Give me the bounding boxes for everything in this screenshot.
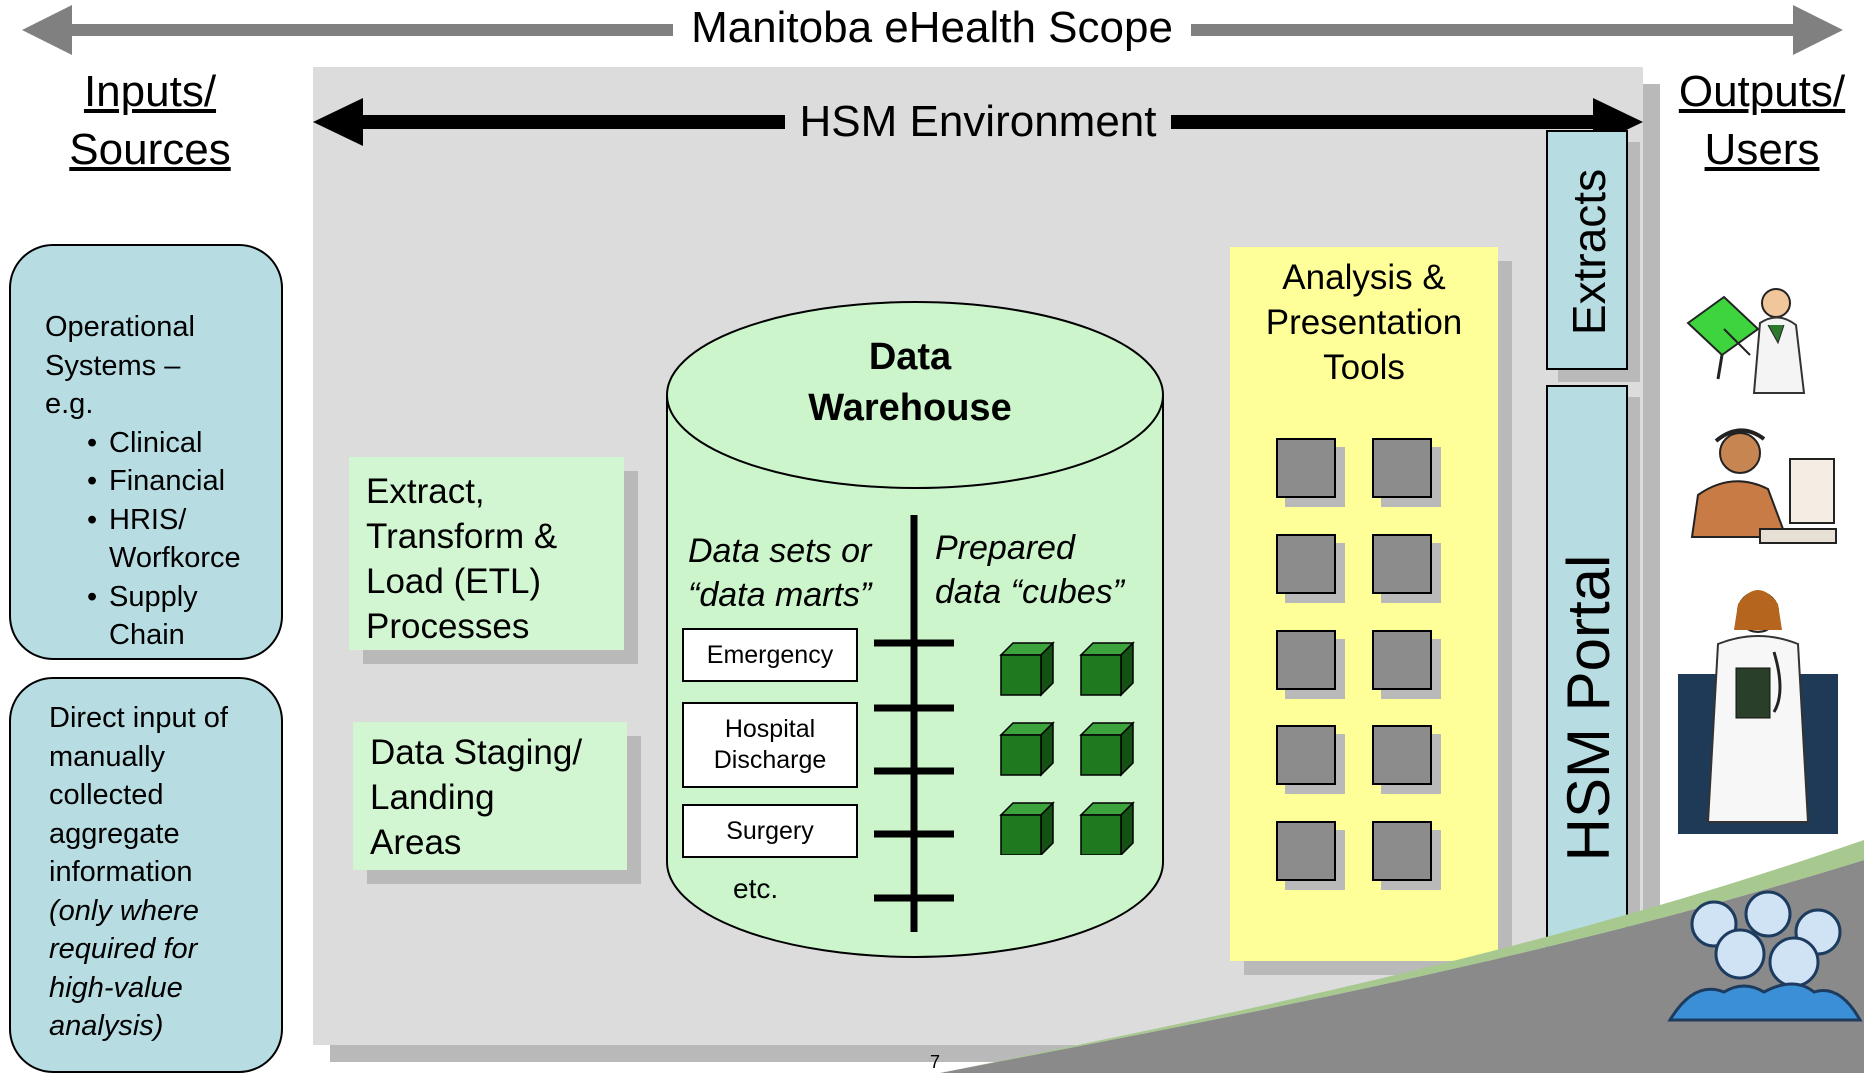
operational-systems-line: e.g. — [45, 388, 94, 420]
group-of-people-icon — [1667, 890, 1863, 1022]
analysis-tools-line: Tools — [1323, 348, 1405, 387]
operational-systems-line: Systems – — [45, 349, 181, 382]
warehouse-title-line1: Data — [868, 336, 952, 378]
etl-box: Extract, Transform & Load (ETL) Processe… — [349, 457, 624, 650]
direct-input-note-line: (only where — [49, 894, 199, 927]
etl-line: Processes — [366, 607, 530, 646]
inputs-heading-line2: Sources — [69, 125, 231, 174]
data-cube — [1000, 642, 1054, 696]
direct-input-line: Direct input of — [49, 702, 228, 734]
decorative-swoosh — [940, 840, 1864, 1073]
tool-square — [1276, 821, 1336, 881]
data-cube — [1080, 722, 1134, 776]
analysis-tools-line: Presentation — [1265, 303, 1463, 342]
tool-square — [1276, 725, 1336, 785]
etl-line: Extract, — [366, 472, 485, 511]
data-mart-label: Emergency — [706, 640, 834, 669]
data-mart-emergency: Emergency — [682, 628, 858, 682]
data-mart-etc: etc. — [733, 873, 779, 904]
tool-square — [1276, 630, 1336, 690]
data-mart-hospital-discharge: Hospital Discharge — [682, 702, 858, 788]
environment-title: HSM Environment — [313, 92, 1643, 152]
tool-square — [1372, 821, 1432, 881]
staging-line: Areas — [370, 823, 462, 862]
bullet: • — [87, 465, 98, 497]
bullet-item-hris: • HRIS/Worfkorce — [45, 501, 281, 578]
data-marts-label: Data sets or “data marts” — [688, 529, 871, 617]
tool-square — [1276, 534, 1336, 594]
bullet-item-clinical: • Clinical — [45, 424, 281, 463]
analysis-tools-title: Analysis & Presentation Tools — [1230, 255, 1498, 390]
bullet-item-financial: • Financial — [45, 462, 281, 501]
data-mart-surgery: Surgery — [682, 804, 858, 858]
direct-input-line: information — [49, 856, 193, 888]
analysis-tools-box — [1230, 247, 1498, 961]
data-mart-label-line2: Discharge — [713, 746, 827, 774]
tool-square — [1276, 438, 1336, 498]
presenter-icon — [1686, 288, 1806, 394]
inputs-heading-line1: Inputs/ — [83, 67, 217, 116]
data-cubes-label: Prepared data “cubes” — [935, 526, 1124, 614]
direct-input-line: aggregate — [49, 817, 180, 850]
tool-square — [1372, 630, 1432, 690]
scope-title: Manitoba eHealth Scope — [0, 0, 1864, 58]
direct-input-line: manually — [49, 740, 166, 773]
data-marts-label-line2: “data marts” — [688, 576, 872, 614]
page-number: 7 — [930, 1052, 941, 1072]
tool-square — [1372, 438, 1432, 498]
staging-line: Data Staging/ — [370, 733, 583, 772]
inputs-heading: Inputs/ Sources — [40, 63, 260, 179]
outputs-heading-line1: Outputs/ — [1678, 67, 1846, 116]
data-mart-label-line1: Hospital — [724, 715, 816, 743]
bullet-text-line2: Worfkorce — [109, 542, 241, 574]
analysis-tools-line: Analysis & — [1282, 258, 1446, 297]
data-cubes — [1000, 642, 1134, 855]
warehouse-top — [666, 301, 1164, 489]
warehouse-title-line2: Warehouse — [808, 387, 1012, 429]
bullet-text: HRIS/Worfkorce — [109, 501, 241, 578]
bullet-text: Clinical — [109, 426, 203, 459]
data-cube — [1000, 722, 1054, 776]
data-mart-label: Surgery — [726, 816, 814, 845]
data-cubes-label-line1: Prepared — [935, 529, 1075, 567]
outputs-heading-line2: Users — [1704, 125, 1820, 174]
warehouse-timeline — [874, 515, 954, 932]
data-marts-label-line1: Data sets or — [688, 532, 872, 570]
bullet-text-line1: HRIS/ — [109, 503, 187, 536]
direct-input-box: Direct input of manually collected aggre… — [9, 677, 283, 1073]
operational-systems-line: Operational — [45, 311, 195, 343]
outputs-heading: Outputs/ Users — [1660, 63, 1864, 179]
direct-input-note-line: analysis) — [49, 1010, 164, 1042]
warehouse-title: Data Warehouse — [760, 332, 1060, 434]
bullet-text-line1: Supply — [109, 580, 198, 613]
direct-input-note-line: high-value — [49, 971, 183, 1004]
tool-square — [1372, 725, 1432, 785]
computer-user-icon — [1690, 428, 1837, 544]
direct-input-note-line: required for — [49, 933, 198, 965]
data-cube — [1080, 642, 1134, 696]
etl-line: Transform & — [366, 517, 558, 556]
etl-line: Load (ETL) — [366, 562, 542, 601]
staging-box: Data Staging/ Landing Areas — [353, 722, 627, 870]
extracts-bar: Extracts — [1546, 130, 1628, 370]
bullet: • — [87, 503, 98, 536]
bullet: • — [87, 580, 98, 613]
data-cubes-label-line2: data “cubes” — [935, 573, 1124, 611]
tool-square — [1372, 534, 1432, 594]
operational-systems-box: Operational Systems – e.g. • Clinical • … — [9, 244, 283, 660]
bullet-text: Financial — [109, 465, 226, 497]
direct-input-note: (only where required for high-value anal… — [49, 892, 281, 1046]
direct-input-line: collected — [49, 779, 164, 811]
doctor-icon — [1678, 590, 1838, 834]
extracts-label: Extracts — [1563, 168, 1615, 336]
bullet: • — [87, 426, 98, 459]
staging-line: Landing — [370, 778, 495, 817]
bullet-text-line2: Chain — [109, 619, 185, 651]
